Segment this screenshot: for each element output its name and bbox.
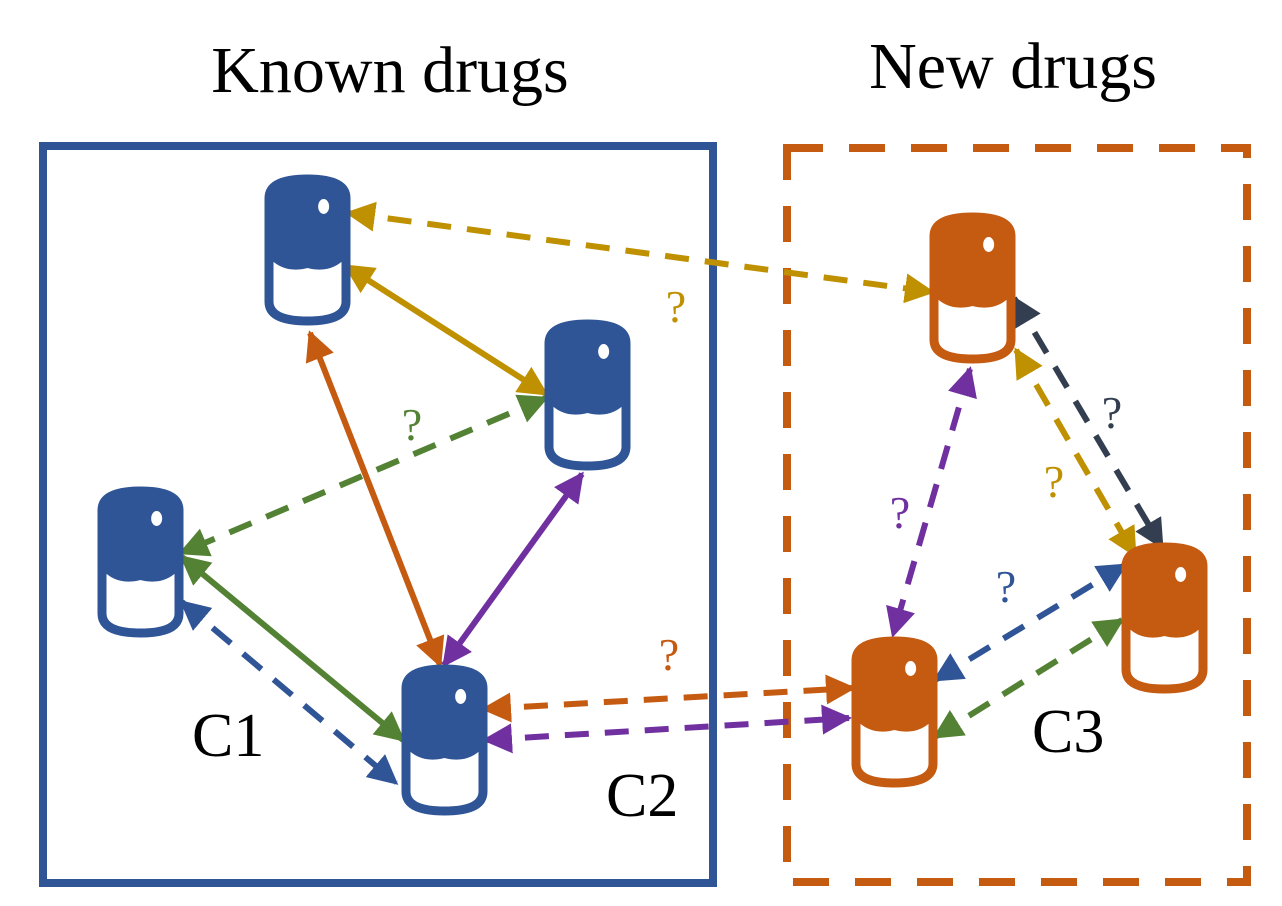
capsule-highlight-dot	[905, 661, 917, 676]
new-drugs-group-box	[783, 144, 1251, 886]
capsule-highlight-dot	[318, 199, 330, 214]
capsule-top-fill	[102, 491, 179, 582]
capsule-highlight-dot	[598, 344, 610, 359]
edge-unknown-label: ?	[402, 399, 422, 450]
edge-k3-k4-blue	[179, 599, 399, 786]
drug-node-k3	[97, 486, 184, 638]
edge-k4-n3-purple	[482, 704, 852, 754]
edge-k1-n1-gold	[345, 201, 935, 304]
cluster-label-c1: C1	[192, 702, 264, 770]
capsule-top-fill	[856, 641, 933, 732]
drug-node-k4	[401, 664, 488, 816]
drug-node-k1	[264, 174, 351, 326]
edge-n1-n2-gold	[1013, 347, 1138, 558]
new-drugs-title: New drugs	[869, 30, 1157, 103]
cluster-label-c3: C3	[1032, 698, 1104, 766]
edge-k2-k4-purple	[441, 471, 585, 668]
edge-n1-n2-navy	[1011, 295, 1165, 550]
edge-unknown-label: ?	[1044, 456, 1064, 507]
edge-k1-k4-orange	[305, 330, 445, 668]
edge-k4-n3-orange	[481, 674, 856, 723]
capsule-top-fill	[549, 324, 626, 415]
edge-unknown-label: ?	[666, 281, 686, 332]
capsule-top-fill	[269, 179, 346, 270]
capsule-highlight-dot	[151, 511, 163, 526]
drug-node-n1	[929, 212, 1016, 364]
edge-k1-k2-gold	[343, 263, 549, 397]
capsule-highlight-dot	[983, 237, 995, 252]
capsule-top-fill	[1126, 547, 1203, 638]
capsule-highlight-dot	[455, 689, 467, 704]
capsule-top-fill	[934, 217, 1011, 308]
edge-labels-layer: ???????	[402, 281, 1122, 680]
edge-k2-k3-green	[178, 394, 549, 557]
known-drugs-title: Known drugs	[211, 34, 569, 107]
drug-node-k2	[544, 319, 631, 471]
nodes-layer	[97, 174, 1208, 816]
edge-unknown-label: ?	[659, 629, 679, 680]
drug-node-n3	[851, 636, 938, 788]
drug-node-n2	[1121, 542, 1208, 694]
edge-unknown-label: ?	[1102, 387, 1122, 438]
edges-layer	[178, 201, 1165, 786]
edge-unknown-label: ?	[890, 487, 910, 538]
edge-unknown-label: ?	[996, 561, 1016, 612]
edge-n3-n2-green	[932, 617, 1125, 740]
capsule-highlight-dot	[1175, 567, 1187, 582]
edge-n3-n2-blue	[932, 562, 1128, 683]
edge-n1-n3-purple	[886, 366, 977, 638]
cluster-label-c2: C2	[606, 762, 678, 830]
capsule-top-fill	[406, 669, 483, 760]
known-drugs-group-box	[39, 142, 717, 887]
